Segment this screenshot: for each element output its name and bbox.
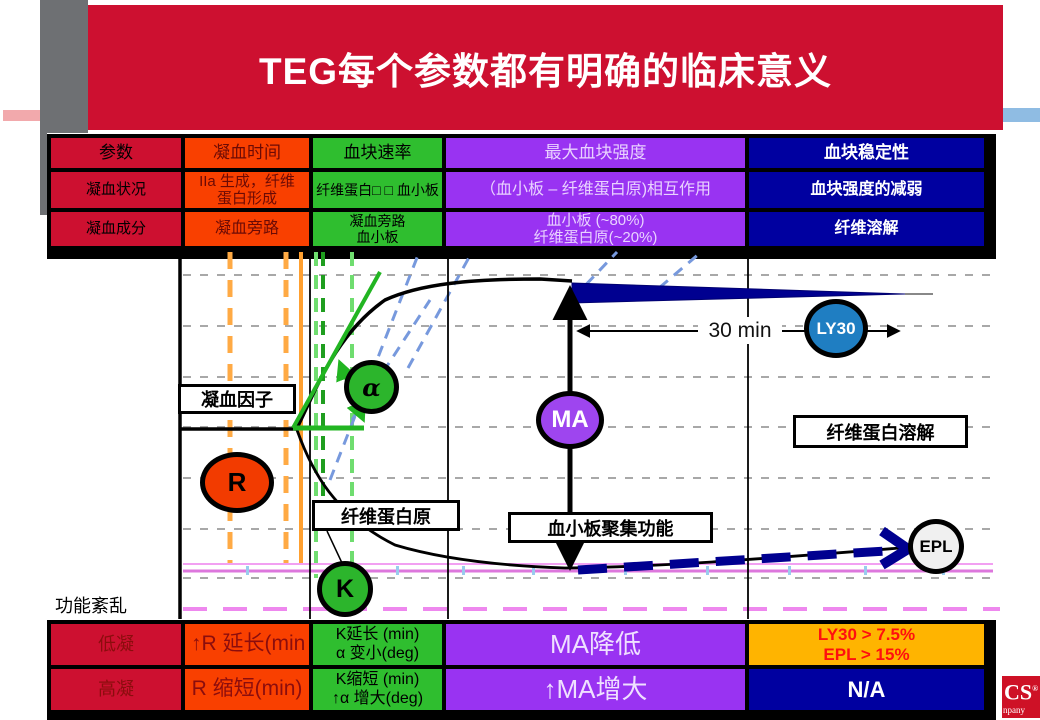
table-cell: 高凝 — [51, 669, 181, 710]
lysis-wedge — [571, 282, 906, 304]
title-banner: TEG每个参数都有明确的临床意义 — [88, 5, 1003, 130]
table-cell: 血块速率 — [313, 138, 442, 168]
table-cell: ↑MA增大 — [446, 669, 745, 710]
table-cell: 纤维蛋白□ □ 血小板 — [313, 172, 442, 208]
pink-accent-bar — [3, 110, 40, 121]
logo-text: CS — [1004, 679, 1033, 705]
table-cell: 凝血成分 — [51, 212, 181, 246]
table-cell: 低凝 — [51, 624, 181, 665]
logo-registered-mark: ® — [1032, 684, 1039, 693]
table-cell: MA降低 — [446, 624, 745, 665]
ly30-parameter-marker: LY30 — [804, 299, 868, 358]
table-cell: IIa 生成，纤维 蛋白形成 — [185, 172, 309, 208]
functional-disorder-label: 功能紊乱 — [55, 596, 127, 616]
table-cell: 血块强度的减弱 — [749, 172, 984, 208]
table-cell: 最大血块强度 — [446, 138, 745, 168]
parameter-table: 参数 凝血时间 血块速率 最大血块强度 血块稳定性 凝血状况 IIa 生成，纤维… — [47, 134, 996, 259]
ma-parameter-marker: MA — [536, 391, 604, 449]
table-cell: 纤维溶解 — [749, 212, 984, 246]
teg-lower-curve — [295, 429, 901, 570]
teg-upper-curve — [295, 277, 573, 429]
table-cell: 凝血旁路 — [185, 212, 309, 246]
table-cell: 凝血状况 — [51, 172, 181, 208]
page-title: TEG每个参数都有明确的临床意义 — [258, 50, 833, 92]
logo-subtext: npany — [1003, 705, 1025, 716]
epl-parameter-marker: EPL — [908, 519, 964, 574]
table-cell: K延长 (min) α 变小(deg) — [313, 624, 442, 665]
table-cell: ↑R 延长(min — [185, 624, 309, 665]
table-cell: 血小板 (~80%) 纤维蛋白原(~20%) — [446, 212, 745, 246]
table-cell: R 缩短(min) — [185, 669, 309, 710]
clotting-factors-label: 凝血因子 — [178, 384, 296, 414]
table-cell: K缩短 (min) ↑α 增大(deg) — [313, 669, 442, 710]
table-cell: 参数 — [51, 138, 181, 168]
fibrinolysis-label: 纤维蛋白溶解 — [793, 415, 968, 448]
alpha-parameter-marker: α — [344, 360, 399, 414]
disorder-table: 低凝 ↑R 延长(min K延长 (min) α 变小(deg) MA降低 LY… — [47, 620, 996, 720]
gray-decoration-strip — [40, 133, 47, 215]
table-cell: 凝血时间 — [185, 138, 309, 168]
company-logo: CS® npany — [1002, 676, 1040, 718]
fibrinogen-connector-line — [326, 530, 343, 564]
fibrinogen-label: 纤维蛋白原 — [312, 500, 460, 531]
table-cell: N/A — [749, 669, 984, 710]
table-cell: （血小板 – 纤维蛋白原)相互作用 — [446, 172, 745, 208]
k-parameter-marker: K — [317, 561, 373, 617]
r-parameter-marker: R — [200, 452, 274, 513]
thirty-min-label: 30 min — [698, 317, 782, 344]
table-cell: LY30 > 7.5% EPL > 15% — [749, 624, 984, 665]
table-cell: 血块稳定性 — [749, 138, 984, 168]
blue-accent-bar — [1003, 108, 1040, 122]
gray-decoration-block — [40, 0, 88, 133]
table-cell: 凝血旁路 血小板 — [313, 212, 442, 246]
platelet-aggregation-label: 血小板聚集功能 — [508, 512, 713, 543]
